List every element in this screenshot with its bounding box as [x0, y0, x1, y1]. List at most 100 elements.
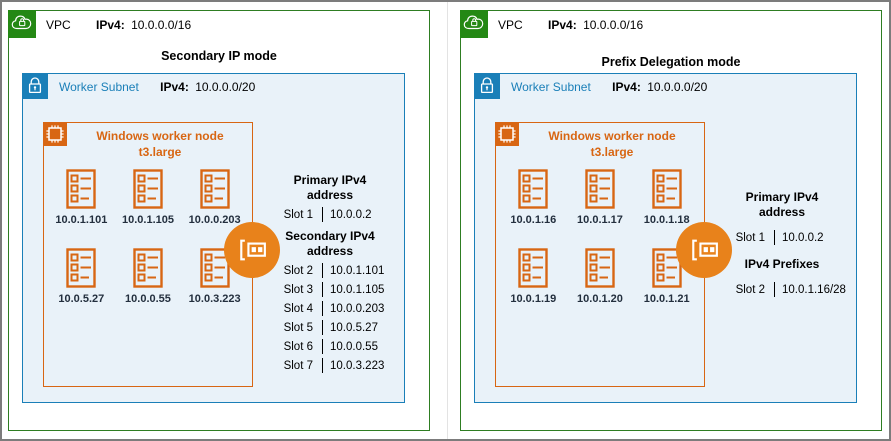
vpc-cloud-lock-icon	[8, 10, 36, 38]
slot-section-heading: Primary IPv4 address	[745, 190, 819, 219]
instance-type: t3.large	[590, 144, 634, 159]
pod-icon	[133, 169, 163, 209]
subnet-ip-label: IPv4:	[160, 80, 189, 94]
slot-label: Slot 1	[283, 208, 313, 221]
pod-ip: 10.0.1.19	[510, 293, 557, 305]
pod: 10.0.0.55	[115, 248, 182, 305]
worker-node-title: Windows worker node t3.large	[522, 129, 702, 160]
slot-row: Slot 2 10.0.1.101	[273, 263, 405, 278]
slot-row: Slot 2 10.0.1.16/28	[725, 282, 857, 297]
pod-ip: 10.0.5.27	[58, 293, 105, 305]
eni-slot-table: Primary IPv4 address Slot 1 10.0.0.2 Sec…	[273, 166, 405, 377]
pod-grid: 10.0.1.101 10.0.1.105 10.0.0.203 10.0.5.…	[48, 169, 248, 305]
pod-ip: 10.0.1.21	[643, 293, 690, 305]
subnet-ip-label: IPv4:	[612, 80, 641, 94]
worker-node-box: Windows worker node t3.large 10.0.1.101 …	[43, 122, 280, 387]
pod: 10.0.1.20	[567, 248, 634, 305]
vpc-panel-prefix-delegation: VPC IPv4: 10.0.0.0/16 Prefix Delegation …	[460, 10, 882, 431]
pod-ip: 10.0.1.17	[577, 214, 623, 226]
pod: 10.0.1.18	[633, 169, 700, 226]
slot-divider	[774, 230, 775, 245]
pod-icon	[651, 169, 682, 209]
slot-row: Slot 3 10.0.1.105	[273, 282, 405, 297]
slot-divider	[322, 301, 323, 316]
pod-icon	[199, 248, 230, 288]
pod-icon	[585, 248, 615, 288]
pod: 10.0.5.27	[48, 248, 115, 305]
worker-subnet-box: Worker Subnet IPv4: 10.0.0.0/20	[474, 73, 857, 403]
vpc-cidr: 10.0.0.0/16	[131, 18, 192, 32]
worker-node-title: Windows worker node t3.large	[70, 129, 250, 160]
slot-row: Slot 7 10.0.3.223	[273, 358, 405, 373]
subnet-cidr: 10.0.0.0/20	[647, 80, 708, 94]
eni-icon	[676, 222, 732, 278]
pod: 10.0.1.19	[500, 248, 567, 305]
worker-node-name: Windows worker node	[548, 129, 676, 143]
worker-node-box: Windows worker node t3.large 10.0.1.16 1…	[495, 122, 732, 387]
slot-row: Slot 5 10.0.5.27	[273, 320, 405, 335]
slot-label: Slot 4	[283, 302, 313, 315]
slot-value: 10.0.0.55	[330, 340, 378, 353]
subnet-lock-icon	[22, 73, 48, 99]
subnet-header: Worker Subnet IPv4: 10.0.0.0/20	[511, 80, 707, 94]
vpc-header: VPC IPv4: 10.0.0.0/16	[46, 18, 191, 32]
slot-label: Slot 6	[283, 340, 313, 353]
pod: 10.0.3.223	[181, 248, 248, 305]
slot-value: 10.0.1.16/28	[782, 283, 846, 296]
vpc-ip-label: IPv4:	[548, 18, 577, 32]
slot-divider	[322, 358, 323, 373]
slot-section-heading: IPv4 Prefixes	[744, 257, 820, 271]
pod-ip: 10.0.1.16	[510, 214, 557, 226]
pod-icon	[133, 248, 163, 288]
vpc-ip-label: IPv4:	[96, 18, 125, 32]
slot-divider	[322, 282, 323, 297]
pod-ip: 10.0.0.55	[125, 293, 171, 305]
ec2-instance-icon	[495, 122, 519, 146]
eni-icon	[224, 222, 280, 278]
slot-value: 10.0.0.2	[330, 208, 372, 221]
pod-icon	[651, 248, 682, 288]
vpc-label: VPC	[498, 18, 523, 32]
slot-label: Slot 3	[283, 283, 313, 296]
slot-divider	[322, 207, 323, 222]
vpc-panel-secondary-ip: VPC IPv4: 10.0.0.0/16 Secondary IP mode …	[8, 10, 430, 431]
pod-icon	[66, 169, 97, 209]
slot-section-heading: Primary IPv4 address	[293, 173, 367, 202]
slot-label: Slot 2	[283, 264, 313, 277]
subnet-label: Worker Subnet	[59, 80, 139, 94]
subnet-header: Worker Subnet IPv4: 10.0.0.0/20	[59, 80, 255, 94]
worker-node-name: Windows worker node	[96, 129, 224, 143]
slot-value: 10.0.3.223	[330, 359, 385, 372]
pod-ip: 10.0.3.223	[188, 293, 241, 305]
slot-label: Slot 7	[283, 359, 313, 372]
pod-ip: 10.0.1.20	[577, 293, 623, 305]
eni-slot-table: Primary IPv4 address Slot 1 10.0.0.2 IPv…	[725, 178, 857, 303]
slot-value: 10.0.5.27	[330, 321, 378, 334]
subnet-lock-icon	[474, 73, 500, 99]
slot-divider	[322, 320, 323, 335]
subnet-cidr: 10.0.0.0/20	[195, 80, 256, 94]
slot-value: 10.0.0.203	[330, 302, 385, 315]
pod-ip: 10.0.0.203	[188, 214, 241, 226]
slot-row: Slot 1 10.0.0.2	[273, 207, 405, 222]
slot-label: Slot 2	[735, 283, 765, 296]
pod: 10.0.1.21	[633, 248, 700, 305]
pod-grid: 10.0.1.16 10.0.1.17 10.0.1.18 10.0.1.19	[500, 169, 700, 305]
slot-label: Slot 5	[283, 321, 313, 334]
slot-label: Slot 1	[735, 231, 765, 244]
vpc-header: VPC IPv4: 10.0.0.0/16	[498, 18, 643, 32]
pod-icon	[518, 248, 549, 288]
slot-row: Slot 6 10.0.0.55	[273, 339, 405, 354]
subnet-label: Worker Subnet	[511, 80, 591, 94]
pod-ip: 10.0.1.105	[121, 214, 174, 226]
pod-icon	[199, 169, 230, 209]
slot-divider	[322, 339, 323, 354]
pod: 10.0.0.203	[181, 169, 248, 226]
vpc-cloud-lock-icon	[460, 10, 488, 38]
slot-divider	[322, 263, 323, 278]
slot-value: 10.0.1.101	[330, 264, 385, 277]
pod-ip: 10.0.1.18	[643, 214, 690, 226]
slot-section-heading: Secondary IPv4 address	[285, 229, 375, 258]
vpc-cidr: 10.0.0.0/16	[583, 18, 644, 32]
vpc-label: VPC	[46, 18, 71, 32]
